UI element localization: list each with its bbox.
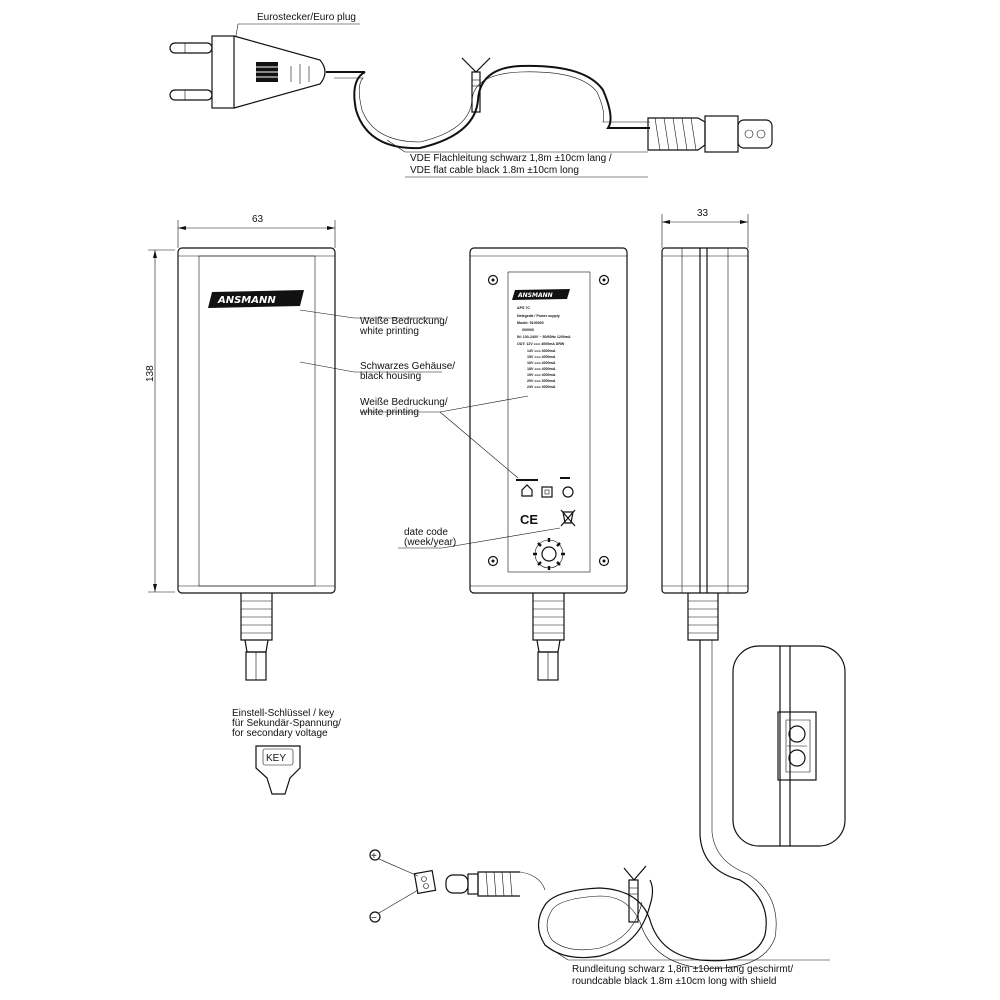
label-output: OUT: 12V === 4000mA DRW: [517, 342, 565, 346]
label-ref: Model: 5100000: [517, 321, 544, 325]
label-model: APS 7C: [517, 306, 530, 310]
front-strain-relief: [240, 593, 273, 681]
height-value: 138: [145, 365, 156, 382]
label-row-6: 24V === 3000mA: [527, 385, 556, 389]
label-row-4: 19V === 4000mA: [527, 373, 556, 377]
back-view: ANSMANN APS 7C Netzgerät / Power supply …: [359, 247, 628, 681]
back-strain-relief: [532, 593, 565, 681]
round-cable-label-de: Rundleitung schwarz 1,8m ±10cm lang gesc…: [572, 964, 793, 975]
voltage-selector-dial: [533, 538, 565, 570]
plug-prongs: [169, 42, 213, 101]
cable-tie: [461, 57, 491, 113]
safety-symbols: CE: [516, 477, 576, 527]
date-code-label: date code: [404, 527, 448, 538]
key-label-line3: for secondary voltage: [232, 728, 328, 739]
plug-body: [211, 35, 326, 109]
round-cable-label-en: roundcable black 1.8m ±10cm long with sh…: [572, 976, 777, 987]
width-value: 63: [252, 214, 264, 225]
round-cable: [537, 640, 767, 962]
dimension-height: 138: [145, 249, 175, 593]
indoor-use-icon: [521, 484, 533, 497]
label-row-3: 18V === 4000mA: [527, 367, 556, 371]
front-housing-label-en: black housing: [360, 371, 421, 382]
class-two-icon: [541, 486, 553, 498]
key-label-line1: Einstell-Schlüssel / key: [232, 708, 334, 719]
fuse-icon: [562, 486, 574, 498]
front-view: ANSMANN Weiße Bedruckung/ white printing…: [177, 247, 455, 681]
screws: [487, 274, 610, 567]
label-input: IN: 100-240V ~ 50/60Hz 1200mA: [517, 335, 571, 339]
plus-terminal-icon: [369, 849, 381, 861]
label-code: 000000: [522, 328, 534, 332]
polarity-diagram: + −: [369, 849, 437, 924]
back-print-label-de: Weiße Bedruckung/: [360, 397, 448, 408]
ce-mark: CE: [520, 512, 538, 527]
flat-cable: [326, 64, 650, 150]
euro-plug-label: Eurostecker/Euro plug: [257, 12, 356, 23]
label-row-5: 20V === 3000mA: [527, 379, 556, 383]
weee-bin-icon: [560, 509, 576, 527]
plus-symbol: +: [371, 851, 377, 862]
bottom-cable-tie: [623, 865, 647, 923]
front-brand-text: ANSMANN: [217, 295, 276, 306]
label-type: Netzgerät / Power supply: [517, 314, 560, 318]
back-logo: ANSMANN: [512, 289, 570, 300]
key-text: KEY: [266, 753, 286, 764]
front-print-label-de: Weiße Bedruckung/: [360, 316, 448, 327]
minus-terminal-icon: [369, 911, 381, 923]
flat-cable-label-de: VDE Flachleitung schwarz 1,8m ±10cm lang…: [410, 153, 612, 164]
side-view: [661, 247, 749, 641]
side-strain-relief: [687, 593, 719, 641]
rating-label: APS 7C Netzgerät / Power supply Model: 5…: [517, 306, 571, 389]
dimension-depth: 33: [661, 208, 749, 248]
iec-connector: [647, 115, 773, 153]
adjustment-key: Einstell-Schlüssel / key für Sekundär-Sp…: [232, 708, 341, 795]
round-cable-assembly: + − Rundleitung schwarz 1,8m ±10cm lang …: [369, 640, 830, 987]
front-print-label-en: white printing: [359, 326, 419, 337]
front-housing-label-de: Schwarzes Gehäuse/: [360, 361, 455, 372]
back-brand-text: ANSMANN: [517, 292, 553, 299]
dimension-width: 63: [177, 214, 336, 248]
minus-symbol: −: [371, 913, 377, 924]
label-row-1: 15V === 4000mA: [527, 355, 556, 359]
depth-value: 33: [697, 208, 709, 219]
key-icon: [255, 745, 301, 795]
dc-connector: [445, 871, 546, 897]
label-row-2: 16V === 4000mA: [527, 361, 556, 365]
output-connector-detail: [732, 645, 846, 847]
flat-cable-label-en: VDE flat cable black 1.8m ±10cm long: [410, 165, 579, 176]
front-logo: ANSMANN: [208, 290, 304, 308]
euro-plug-assembly: Eurostecker/Euro plug VDE Flachleitung s…: [169, 12, 773, 178]
back-print-label-en: white printing: [359, 407, 419, 418]
label-row-0: 14V === 4000mA: [527, 349, 556, 353]
key-label-line2: für Sekundär-Spannung/: [232, 718, 341, 729]
date-code-sublabel: (week/year): [404, 537, 456, 548]
